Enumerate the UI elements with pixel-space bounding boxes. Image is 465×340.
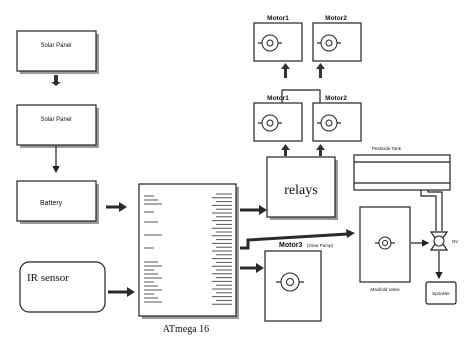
tank-to-valve-pipe — [420, 190, 443, 231]
motor3-label: Motor3 — [279, 242, 302, 249]
motor2-top-label: Motor2 — [325, 15, 347, 22]
motor3-note: (Gear Pump) — [307, 243, 334, 248]
atmega16-block: ATmega 16 — [138, 183, 239, 335]
mcu-label: ATmega 16 — [163, 324, 209, 335]
battery-label: Battery — [40, 200, 63, 207]
valve-symbol: NV — [429, 231, 458, 251]
ir-to-mcu-arrow — [108, 287, 135, 297]
solar-panel-1-block: Solar Panel — [16, 30, 99, 74]
manifold-valve-block: Manifold Valve — [359, 206, 411, 292]
ir-sensor-block: IR sensor — [19, 261, 106, 313]
manifold-valve-label: Manifold Valve — [370, 287, 400, 292]
motor3-block — [264, 250, 322, 322]
pesticide-tank-label: Pesticide Tank — [372, 146, 402, 151]
motor2-mid-block: Motor2 — [312, 95, 362, 142]
relays-block: relays — [266, 156, 338, 220]
mcu-to-motor3-arrow — [240, 263, 264, 273]
motor1-top-block: Motor1 — [253, 15, 303, 62]
relays-to-motor1-arrow — [281, 144, 290, 156]
mcu-pin-labels-right — [212, 193, 232, 305]
battery-to-mcu-arrow — [106, 202, 127, 212]
motor2-mid-label: Motor2 — [325, 95, 347, 102]
mcu-to-manifold-line — [240, 229, 355, 250]
sprinkler-block: Sprinkler — [425, 281, 457, 305]
motor1-top-label: Motor1 — [267, 15, 289, 22]
relays-label: relays — [284, 183, 317, 198]
motor-mid-connector — [281, 89, 321, 103]
motor1-mid-label: Motor1 — [267, 95, 289, 102]
ir-sensor-label: IR sensor — [27, 272, 69, 284]
battery-block: Battery — [16, 180, 99, 224]
sprinkler-label: Sprinkler — [432, 291, 450, 296]
motor1-mid-to-top-arrow — [281, 63, 290, 78]
motor1-mid-block: Motor1 — [253, 95, 303, 142]
solar-to-solar-arrow — [51, 75, 61, 86]
motor2-top-block: Motor2 — [312, 15, 362, 62]
motor2-mid-to-top-arrow — [316, 63, 325, 78]
relays-to-motor2-arrow — [316, 144, 325, 156]
pesticide-tank-block: Pesticide Tank — [353, 146, 451, 191]
mcu-pin-labels-left — [144, 195, 162, 303]
valve-label: NV — [452, 239, 458, 244]
solar-panel-1-label: Solar Panel — [40, 43, 71, 49]
solar-panel-2-label: Solar Panel — [40, 117, 71, 123]
solar-panel-2-block: Solar Panel — [16, 104, 99, 148]
mcu-to-relays-arrow — [240, 205, 267, 215]
